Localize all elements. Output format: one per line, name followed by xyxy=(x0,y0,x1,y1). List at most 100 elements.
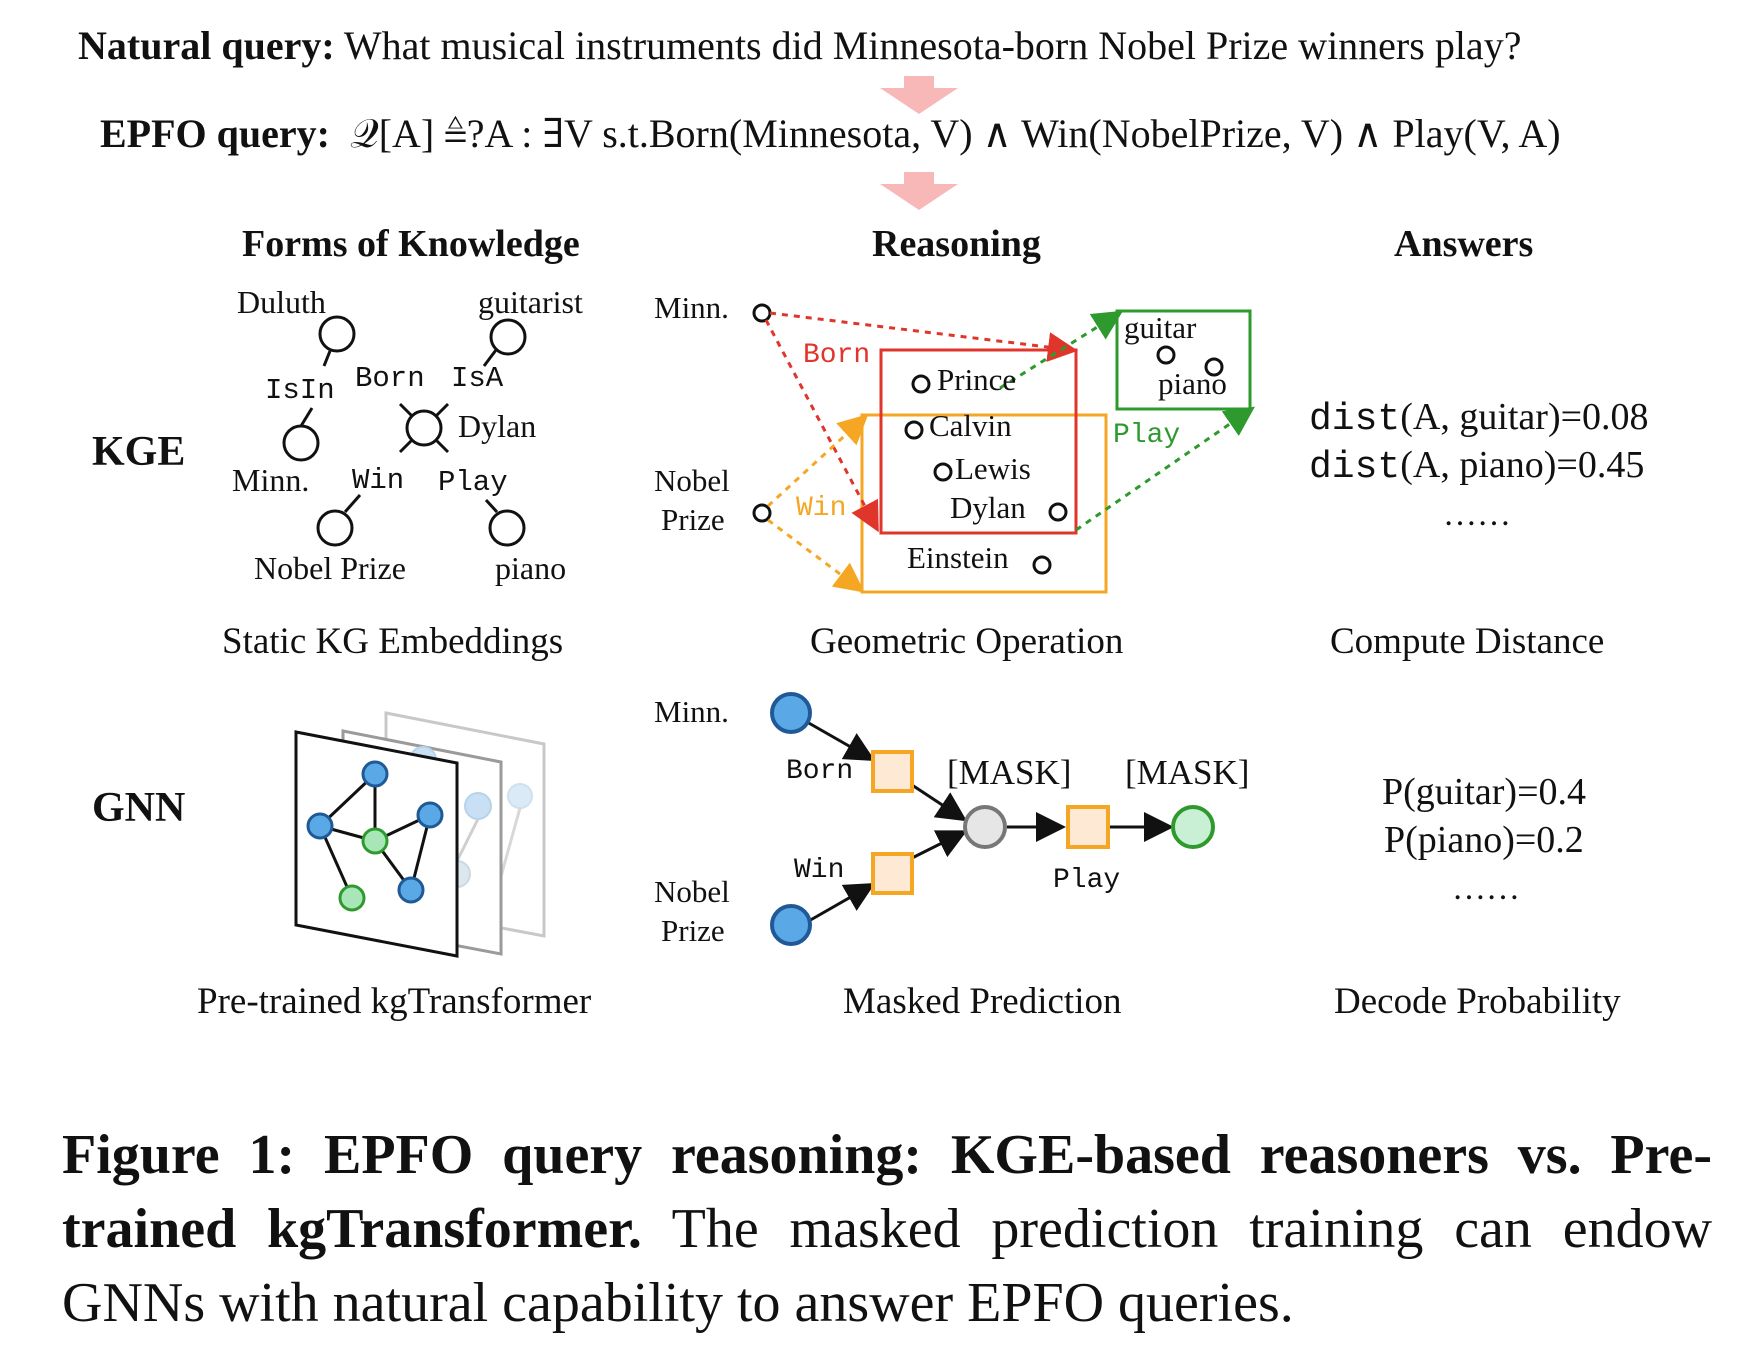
edge-label-isin: IsIn xyxy=(265,374,335,407)
reason-label-minn: Minn. xyxy=(654,290,729,325)
epfo-query-formula: 𝒬[A] ≜?A : ∃V s.t.Born(Minnesota, V) ∧ W… xyxy=(349,111,1561,156)
relation-label-born: Born xyxy=(803,340,871,371)
entity-nobel-node xyxy=(770,904,812,946)
figure-caption: Figure 1: EPFO query reasoning: KGE-base… xyxy=(62,1118,1712,1340)
candidate-einstein: Einstein xyxy=(907,540,1009,575)
caption-decode-probability: Decode Probability xyxy=(1334,981,1621,1022)
candidate-dylan: Dylan xyxy=(950,490,1026,525)
candidate-lewis: Lewis xyxy=(955,451,1031,486)
probability-guitar: P(guitar)=0.4 xyxy=(1382,771,1587,813)
distance-guitar-fn: dist xyxy=(1309,398,1401,441)
node-dylan xyxy=(405,409,443,447)
label-minn: Minn. xyxy=(232,462,310,498)
reason-label-nobel: Nobel xyxy=(654,463,730,498)
query-arrow-1 xyxy=(880,76,958,114)
masked-prediction-graph xyxy=(770,692,1215,946)
caption-compute-distance: Compute Distance xyxy=(1330,621,1605,662)
mask-answer-node xyxy=(1171,805,1215,849)
caption-masked-prediction: Masked Prediction xyxy=(843,981,1122,1022)
edge-win xyxy=(398,438,414,454)
gnn-label-win: Win xyxy=(794,855,845,886)
edge-label-isa: IsA xyxy=(451,362,504,395)
figure-caption-body: The masked prediction training can endow… xyxy=(62,1198,1713,1334)
caption-static-kg: Static KG Embeddings xyxy=(222,621,564,662)
edge-born xyxy=(398,402,414,418)
kgtransformer-layers xyxy=(294,711,546,958)
probability-piano: P(piano)=0.2 xyxy=(1384,819,1584,861)
node-duluth xyxy=(318,315,356,353)
born-arrow-bottom xyxy=(764,319,879,533)
gnn-label-minn: Minn. xyxy=(654,694,729,729)
label-piano: piano xyxy=(495,550,567,586)
distance-guitar: dist(A, guitar)=0.08 xyxy=(1309,395,1649,441)
epfo-query: EPFO query: 𝒬[A] ≜?A : ∃V s.t.Born(Minne… xyxy=(100,110,1561,157)
node-nobel-prize xyxy=(316,509,354,547)
natural-query-label: Natural query: xyxy=(78,23,335,68)
column-header-answers: Answers xyxy=(1394,223,1534,265)
column-header-knowledge: Forms of Knowledge xyxy=(242,223,580,265)
point-piano xyxy=(1204,357,1224,377)
edge-play xyxy=(434,438,450,454)
point-calvin xyxy=(904,420,924,440)
win-arrow-top xyxy=(766,413,869,508)
point-dylan xyxy=(1048,502,1068,522)
edge-label-play: Play xyxy=(438,466,508,499)
point-prince xyxy=(911,374,931,394)
relation-play-node xyxy=(1066,805,1110,849)
distance-ellipsis: …… xyxy=(1443,496,1511,533)
kge-reasoning xyxy=(752,303,1255,594)
node-guitarist xyxy=(489,318,527,356)
label-duluth: Duluth xyxy=(237,284,326,320)
relation-label-play: Play xyxy=(1113,420,1181,451)
distance-piano-fn: dist xyxy=(1309,446,1401,489)
gnn-label-mask-1: [MASK] xyxy=(947,753,1072,792)
born-box xyxy=(879,348,1078,535)
caption-geometric-operation: Geometric Operation xyxy=(810,621,1124,662)
gnn-label-play: Play xyxy=(1053,865,1121,896)
edge-play-piano xyxy=(484,498,499,514)
node-minn xyxy=(282,424,320,462)
row-label-kge: KGE xyxy=(92,429,186,475)
query-arrow-2 xyxy=(880,172,958,210)
edge-isin-bottom xyxy=(299,407,314,427)
epfo-query-label: EPFO query: xyxy=(100,111,330,156)
distance-piano: dist(A, piano)=0.45 xyxy=(1309,443,1644,489)
relation-label-win: Win xyxy=(796,493,847,524)
point-guitar xyxy=(1156,345,1176,365)
win-arrow-bottom xyxy=(767,518,865,593)
label-nobel-prize: Nobel Prize xyxy=(254,550,406,586)
label-guitarist: guitarist xyxy=(478,284,583,320)
play-box xyxy=(1115,309,1252,411)
arrow-minn-born xyxy=(806,720,876,761)
edge-isin-top xyxy=(322,350,332,367)
distance-piano-args: (A, piano)=0.45 xyxy=(1400,444,1645,486)
entity-minn-node xyxy=(770,692,812,734)
probability-ellipsis: …… xyxy=(1452,870,1520,907)
gnn-label-nobel: Nobel xyxy=(654,874,730,909)
point-minn xyxy=(752,303,772,323)
relation-win-node xyxy=(871,852,914,895)
edge-win-nobel xyxy=(343,494,362,513)
figure-caption-lead: Figure 1: EPFO query reasoning: KGE-base… xyxy=(62,1124,1712,1260)
born-arrow-top xyxy=(769,311,1078,362)
edge-isa xyxy=(482,349,498,367)
gnn-label-born: Born xyxy=(786,756,854,787)
gnn-label-mask-2: [MASK] xyxy=(1125,753,1250,792)
row-label-gnn: GNN xyxy=(92,785,186,831)
edge-isa-dylan xyxy=(434,402,450,418)
arrow-nobel-win xyxy=(806,883,876,924)
caption-kgtransformer: Pre-trained kgTransformer xyxy=(197,981,592,1022)
kge-graph xyxy=(282,315,527,547)
column-header-reasoning: Reasoning xyxy=(872,223,1041,265)
gnn-label-prize: Prize xyxy=(661,913,725,948)
reason-label-prize: Prize xyxy=(661,502,725,537)
candidate-prince: Prince xyxy=(937,362,1017,397)
distance-guitar-args: (A, guitar)=0.08 xyxy=(1400,396,1649,438)
node-piano xyxy=(488,509,526,547)
natural-query-text: What musical instruments did Minnesota-b… xyxy=(343,23,1522,68)
arrow-win-mask xyxy=(911,830,968,860)
natural-query: Natural query: What musical instruments … xyxy=(78,22,1521,69)
mask-variable-node xyxy=(963,805,1007,849)
edge-label-born: Born xyxy=(355,362,425,395)
